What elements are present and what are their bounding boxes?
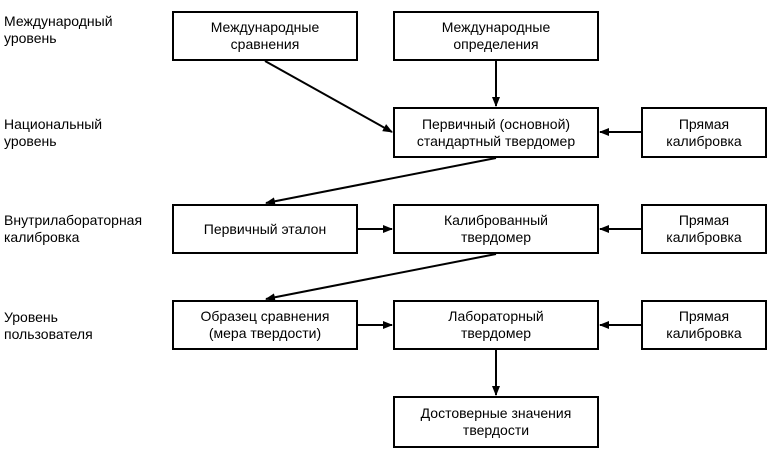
arrow-calibrated-tester-to-reference-block	[265, 253, 497, 302]
level-label-international: Международный уровень	[4, 13, 113, 46]
box-reliable-hardness-values: Достоверные значения твердости	[393, 396, 599, 448]
box-international-comparisons: Международные сравнения	[172, 11, 358, 61]
box-direct-calibration-user: Прямая калибровка	[641, 300, 767, 350]
box-laboratory-hardness-tester: Лабораторный твердомер	[393, 300, 599, 350]
box-international-definitions: Международные определения	[393, 11, 599, 61]
arrow-primary-tester-to-primary-standard	[265, 157, 497, 206]
box-direct-calibration-intralab: Прямая калибровка	[641, 204, 767, 254]
level-label-intralab-calibration: Внутрилабораторная калибровка	[4, 212, 143, 245]
box-calibrated-hardness-tester: Калиброванный твердомер	[393, 204, 599, 254]
box-direct-calibration-national: Прямая калибровка	[641, 107, 767, 158]
level-label-national: Национальный уровень	[4, 116, 103, 149]
box-primary-standard: Первичный эталон	[172, 204, 358, 254]
box-reference-block: Образец сравнения (мера твердости)	[172, 300, 358, 350]
level-label-user: Уровень пользователя	[4, 309, 93, 342]
box-primary-standard-hardness-tester: Первичный (основной) стандартный твердом…	[393, 107, 599, 158]
arrow-comparisons-to-primary-tester	[264, 60, 393, 133]
